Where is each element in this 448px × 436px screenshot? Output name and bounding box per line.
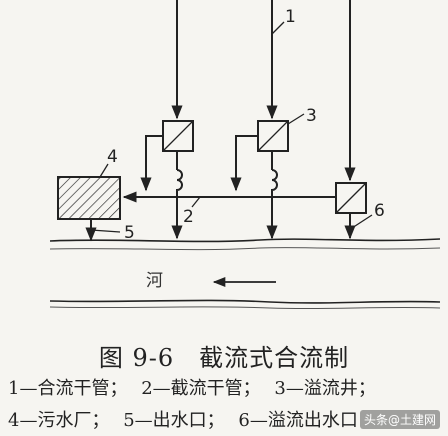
legend-item-2: 2—截流干管； [141,378,261,399]
figure-caption: 图 9-6 截流式合流制 [98,344,350,372]
legend-item-3: 3—溢流井； [274,378,376,399]
wastewater-treatment-plant [57,176,121,220]
legend-item-5: 5—出水口； [123,410,225,431]
label-6: 6 [374,201,385,221]
legend-item-4: 4—污水厂； [8,410,110,431]
overflow-pipe-1 [140,135,183,240]
label-4: 4 [107,147,118,167]
label-2-leader [191,196,201,208]
river [49,238,441,310]
legend-item-1: 1—合流干管； [8,378,128,399]
label-3-leader [287,113,305,125]
legend-row-2: 4—污水厂； 5—出水口； 6—溢流出水口 [8,406,448,432]
label-5: 5 [124,223,135,243]
overflow-well-1 [162,120,194,152]
watermark: 头条@土建网 [359,410,440,429]
legend-row-1: 1—合流干管； 2—截流干管； 3—溢流井； [8,374,448,400]
overflow-well-2 [257,120,289,152]
river-label: 河 [146,271,163,291]
label-5-leader [90,229,121,233]
label-4-leader [99,163,109,178]
label-1-leader [271,21,285,35]
label-6-leader [351,214,373,229]
overflow-pipe-2 [230,135,278,240]
overflow-well-3 [335,182,367,214]
label-3: 3 [306,106,317,126]
legend-item-6: 6—溢流出水口 [238,410,358,431]
label-1: 1 [285,7,296,27]
label-2: 2 [183,207,194,227]
